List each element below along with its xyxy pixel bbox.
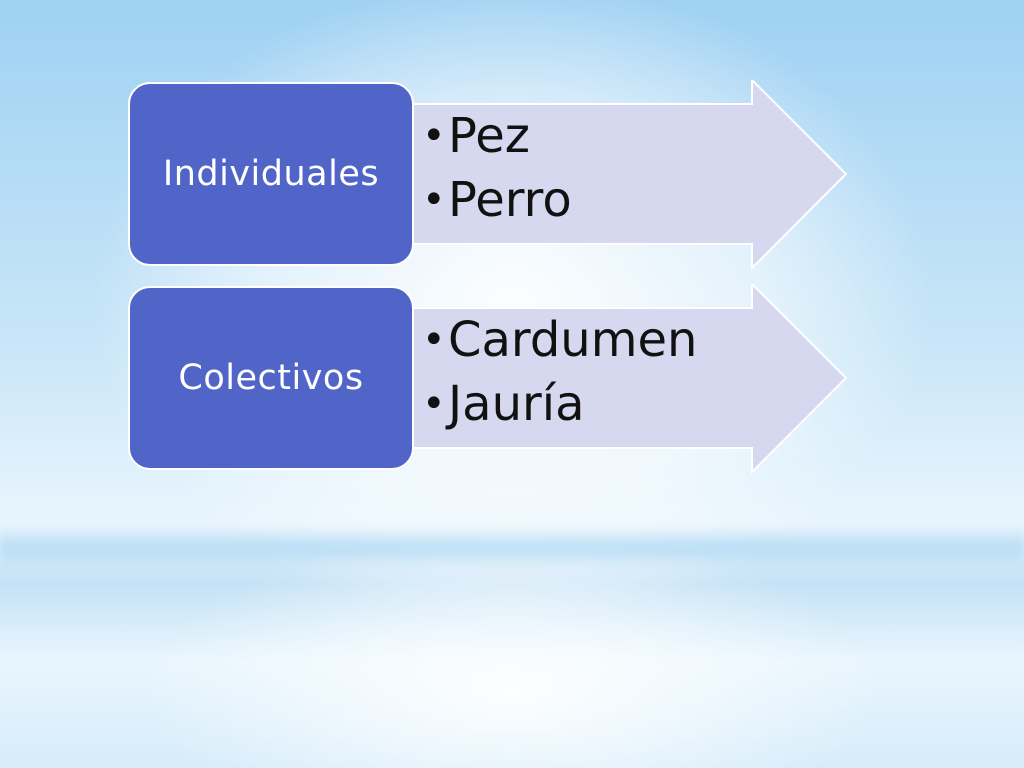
item-text: Pez bbox=[448, 108, 530, 164]
bullet-dot-icon: • bbox=[422, 177, 446, 223]
background-haze-band bbox=[0, 528, 1024, 568]
item-list: • Cardumen • Jauría bbox=[422, 308, 697, 436]
category-label: Colectivos bbox=[178, 358, 364, 398]
category-box: Colectivos bbox=[128, 286, 414, 470]
diagram-row-individuales: Individuales • Pez • Perro bbox=[0, 80, 1024, 280]
category-box: Individuales bbox=[128, 82, 414, 266]
list-item: • Pez bbox=[422, 104, 572, 168]
bullet-dot-icon: • bbox=[422, 381, 446, 427]
list-item: • Perro bbox=[422, 168, 572, 232]
list-item: • Jauría bbox=[422, 372, 697, 436]
list-item: • Cardumen bbox=[422, 308, 697, 372]
bullet-dot-icon: • bbox=[422, 113, 446, 159]
category-label: Individuales bbox=[162, 154, 380, 194]
item-text: Cardumen bbox=[448, 312, 698, 368]
item-list: • Pez • Perro bbox=[422, 104, 572, 232]
item-text: Perro bbox=[448, 172, 572, 228]
item-text: Jauría bbox=[448, 376, 585, 432]
diagram-row-colectivos: Colectivos • Cardumen • Jauría bbox=[0, 284, 1024, 484]
bullet-dot-icon: • bbox=[422, 317, 446, 363]
